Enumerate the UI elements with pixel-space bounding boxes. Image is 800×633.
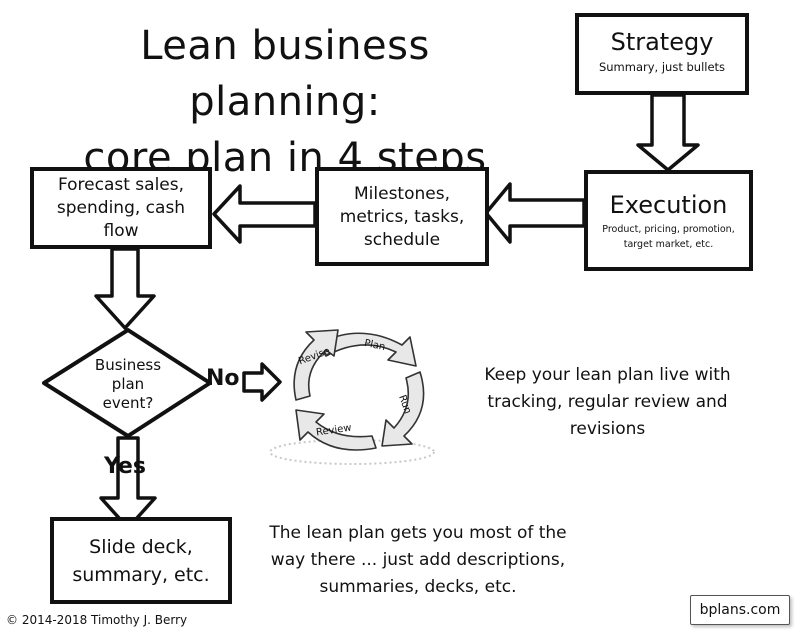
arrow-strategy-to-execution (636, 93, 700, 172)
slidedeck-line-2: summary, etc. (72, 564, 210, 586)
decision-diamond (42, 328, 212, 438)
cycle-arc-run (381, 371, 425, 447)
note-keep-live: Keep your lean plan live with tracking, … (470, 362, 745, 443)
note-most-line-2: way there ... just add descriptions, (270, 550, 566, 570)
slidedeck-node: Slide deck, summary, etc. (54, 533, 228, 589)
no-label: No (206, 366, 240, 391)
milestones-line-2: metrics, tasks, (339, 207, 465, 227)
decision-line-1: Business (94, 356, 162, 374)
execution-subtitle-2: target market, etc. (623, 239, 714, 250)
arrow-forecast-to-decision (94, 247, 156, 330)
arrow-milestones-to-forecast (212, 184, 317, 244)
milestones-line-1: Milestones, (354, 184, 450, 204)
slidedeck-line-1: Slide deck, (89, 536, 193, 558)
strategy-title: Strategy (610, 28, 714, 56)
cycle-arc-review (295, 409, 377, 451)
decision-line-2: plan (111, 375, 145, 393)
execution-box (584, 170, 753, 271)
note-most-line-3: summaries, decks, etc. (319, 577, 517, 597)
yes-label: Yes (104, 454, 146, 479)
copyright-text: © 2014-2018 Timothy J. Berry (6, 613, 188, 627)
note-keep-live-line-3: revisions (569, 419, 646, 439)
forecast-node: Forecast sales, spending, cash flow (34, 174, 208, 243)
milestones-node: Milestones, metrics, tasks, schedule (319, 183, 485, 252)
strategy-subtitle: Summary, just bullets (598, 60, 726, 74)
note-most-of-way: The lean plan gets you most of the way t… (248, 520, 588, 601)
cycle-arc-revise (293, 329, 339, 401)
note-keep-live-line-1: Keep your lean plan live with (484, 365, 731, 385)
execution-title: Execution (609, 191, 728, 219)
cycle-graphic (269, 329, 435, 465)
arrow-no (242, 362, 282, 402)
note-most-line-1: The lean plan gets you most of the (269, 523, 567, 543)
cycle-arc-plan (317, 332, 417, 367)
forecast-box (30, 167, 212, 249)
arrow-yes (99, 436, 157, 530)
note-keep-live-line-2: tracking, regular review and (487, 392, 728, 412)
execution-subtitle-1: Product, pricing, promotion, (602, 224, 735, 235)
slidedeck-box (50, 517, 232, 604)
strategy-node: Strategy Summary, just bullets (580, 26, 744, 76)
execution-node: Execution Product, pricing, promotion, t… (588, 188, 749, 252)
forecast-line-1: Forecast sales, (57, 175, 185, 195)
forecast-line-2: spending, cash (56, 198, 186, 218)
strategy-box (575, 13, 749, 95)
decision-line-3: event? (102, 394, 154, 412)
milestones-box (315, 167, 489, 266)
forecast-line-3: flow (103, 221, 139, 241)
cycle-shadow (269, 439, 435, 465)
milestones-line-3: schedule (363, 230, 441, 250)
decision-node: Business plan event? (80, 356, 176, 413)
brand-badge: bplans.com (690, 595, 790, 625)
arrow-execution-to-milestones (484, 182, 586, 244)
title-line-1: Lean business planning: (140, 23, 430, 125)
